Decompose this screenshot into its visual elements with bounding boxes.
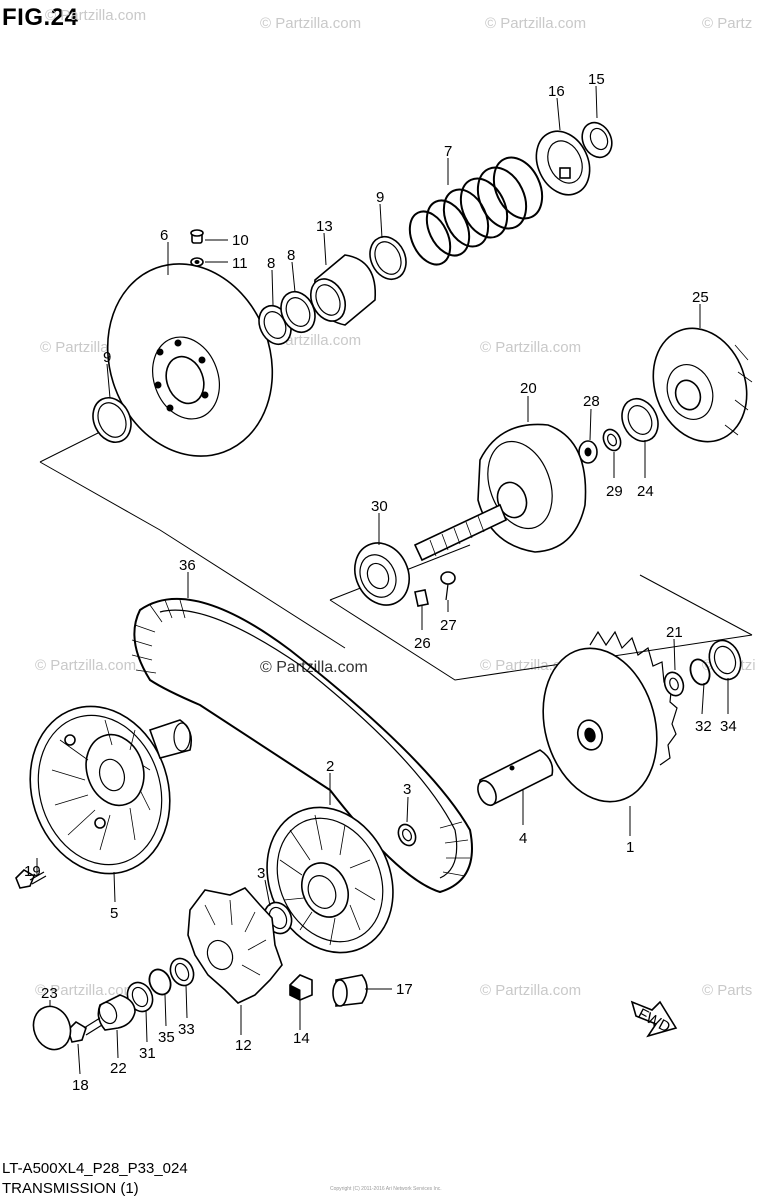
part-26-washer <box>414 589 429 607</box>
callout-31: 31 <box>139 1045 156 1062</box>
callout-25: 25 <box>692 289 709 306</box>
watermark: © Partzilla.com <box>260 659 368 676</box>
watermark: © Partzilla.com <box>35 982 136 999</box>
callout-10: 10 <box>232 232 249 249</box>
callout-9: 9 <box>103 349 111 366</box>
callout-32: 32 <box>695 718 712 735</box>
callout-7: 7 <box>444 143 452 160</box>
part-21-washer <box>663 671 685 697</box>
callout-21: 21 <box>666 624 683 641</box>
callout-29: 29 <box>606 483 623 500</box>
part-10-pin <box>190 229 204 244</box>
fwd-arrow-icon: FWD <box>630 1000 678 1038</box>
part-14-slider <box>289 974 313 1001</box>
part-17-roller <box>332 974 368 1007</box>
part-12-movable-drive-plate <box>187 887 283 1004</box>
callout-12: 12 <box>235 1037 252 1054</box>
watermark: © Parts <box>702 982 752 999</box>
callout-3: 3 <box>403 781 411 798</box>
part-4-sleeve <box>477 749 554 807</box>
part-30-bearing <box>354 542 410 606</box>
callout-4: 4 <box>519 830 527 847</box>
part-13-collar <box>309 254 377 326</box>
callout-9: 9 <box>376 189 384 206</box>
watermark: © Partzilla.com <box>45 7 146 24</box>
part-33-o-ring <box>169 957 195 987</box>
callout-11: 11 <box>232 255 248 272</box>
boundary-line <box>329 599 753 681</box>
callout-17: 17 <box>396 981 413 998</box>
callout-8: 8 <box>267 255 275 272</box>
callout-36: 36 <box>179 557 196 574</box>
part-9-o-ring <box>92 397 132 443</box>
watermark: © Partzilla.com <box>35 657 136 674</box>
callout-27: 27 <box>440 617 457 634</box>
callout-26: 26 <box>414 635 431 652</box>
part-22-spacer <box>97 994 136 1031</box>
part-25-clutch-shoe-assembly <box>652 327 753 443</box>
part-27-screw <box>440 571 456 601</box>
part-11-washer <box>190 257 204 267</box>
watermark: © Partz <box>702 15 752 32</box>
boundary-line <box>639 574 753 636</box>
callout-13: 13 <box>316 218 333 235</box>
callout-18: 18 <box>72 1077 89 1094</box>
figure-title: FIG.24 <box>2 4 79 31</box>
callout-16: 16 <box>548 83 565 100</box>
callout-14: 14 <box>293 1030 310 1047</box>
part-28-nut <box>578 440 598 464</box>
callout-3: 3 <box>257 865 265 882</box>
part-7-spring <box>408 156 544 266</box>
part-35-o-ring <box>148 968 172 996</box>
boundary-line <box>39 431 101 463</box>
part-29-washer <box>602 428 622 452</box>
fine-print: Copyright (C) 2011-2016 Ari Network Serv… <box>330 1186 442 1192</box>
part-1-fixed-drive-face <box>542 630 678 803</box>
callout-23: 23 <box>41 985 58 1002</box>
part-5-drive-face <box>29 705 171 875</box>
callout-2: 2 <box>326 758 334 775</box>
part-16-spring-seat <box>535 130 591 196</box>
part-20-clutch-housing <box>413 423 587 562</box>
boundary-line <box>39 461 346 649</box>
part-32-o-ring <box>689 658 711 686</box>
part-9-o-ring <box>369 236 407 280</box>
callout-35: 35 <box>158 1029 175 1046</box>
part-3-spacer <box>397 823 417 847</box>
watermark: © Partzilla.com <box>480 982 581 999</box>
part-6-driven-face <box>106 263 274 457</box>
watermark: © Partzilla.com <box>485 15 586 32</box>
callout-34: 34 <box>720 718 737 735</box>
part-15-nut <box>581 121 613 159</box>
callout-20: 20 <box>520 380 537 397</box>
callout-22: 22 <box>110 1060 127 1077</box>
leader-lines <box>36 85 729 1075</box>
part-34-oil-seal <box>708 639 742 681</box>
callout-28: 28 <box>583 393 600 410</box>
callout-24: 24 <box>637 483 654 500</box>
callout-5: 5 <box>110 905 118 922</box>
part-36-drive-belt <box>131 597 473 894</box>
callout-1: 1 <box>626 839 634 856</box>
callout-33: 33 <box>178 1021 195 1038</box>
callout-15: 15 <box>588 71 605 88</box>
callout-6: 6 <box>160 227 168 244</box>
callout-30: 30 <box>371 498 388 515</box>
part-24-bearing <box>621 398 659 442</box>
part-5-boss <box>148 719 193 759</box>
model-code: LT-A500XL4_P28_P33_024 <box>2 1160 188 1177</box>
part-19-bolt <box>15 868 47 889</box>
callout-19: 19 <box>24 863 41 880</box>
watermark: © Partzilla.com <box>260 15 361 32</box>
part-18-bolt <box>67 1017 103 1043</box>
section-name: TRANSMISSION (1) <box>2 1180 139 1197</box>
watermark: © Partzilla.com <box>480 339 581 356</box>
part-23-cap <box>32 1005 72 1051</box>
callout-8: 8 <box>287 247 295 264</box>
